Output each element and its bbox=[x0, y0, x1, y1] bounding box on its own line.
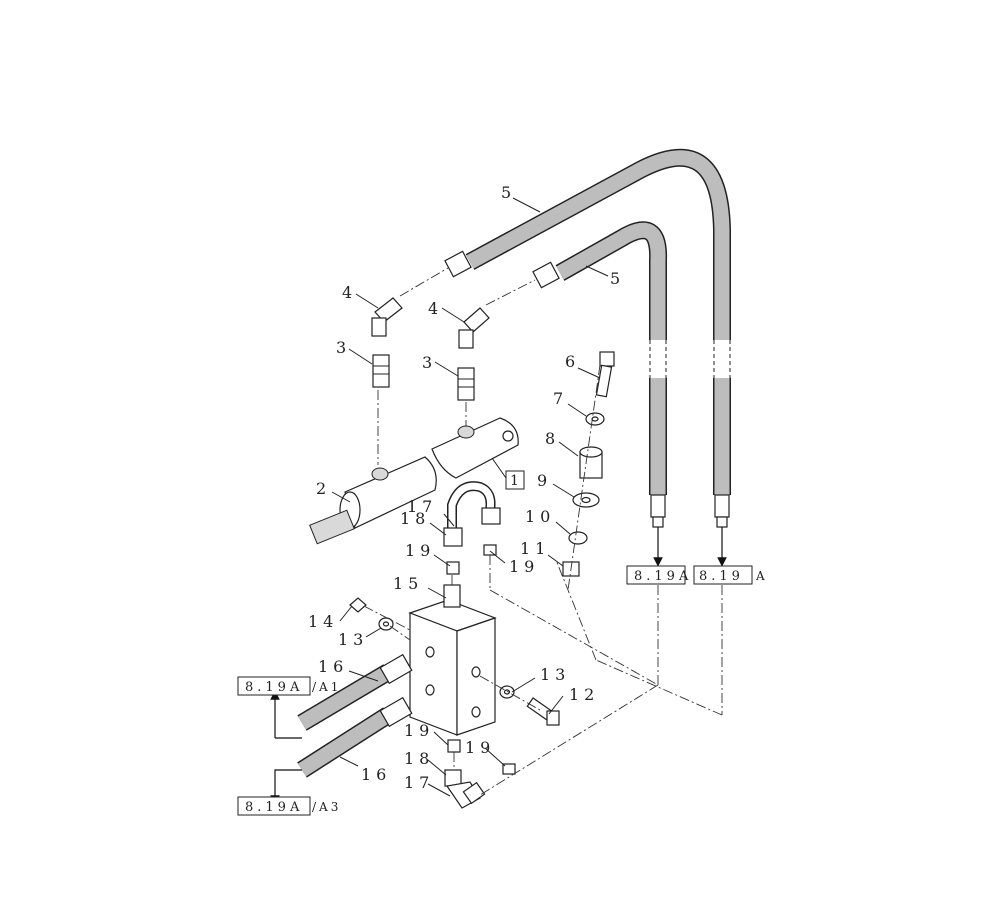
callout-17b: 17 bbox=[404, 773, 434, 792]
ref-box-1-label: 8.19A bbox=[634, 569, 692, 584]
callout-6: 6 bbox=[565, 352, 580, 371]
ref-box-2-label: 8.19 bbox=[699, 569, 744, 584]
callout-16a: 16 bbox=[318, 657, 348, 676]
ref-box-3[interactable]: 8.19A /A1 bbox=[237, 676, 341, 696]
hose-inner bbox=[555, 221, 668, 495]
ref-box-4-label: 8.19A bbox=[245, 800, 303, 815]
callout-17a: 17 bbox=[407, 497, 437, 516]
elbow-left bbox=[371, 297, 403, 337]
cylinder bbox=[309, 417, 519, 545]
leader-lines bbox=[331, 197, 609, 797]
ref-box-4[interactable]: 8.19A /A3 bbox=[237, 796, 341, 816]
ref-box-3-label: 8.19A bbox=[245, 680, 303, 695]
callout-11: 11 bbox=[520, 539, 550, 558]
ref-box-4-suffix: /A3 bbox=[312, 800, 341, 814]
callout-13a: 13 bbox=[338, 630, 368, 649]
callout-4a: 4 bbox=[342, 283, 357, 302]
callout-3b: 3 bbox=[422, 353, 437, 372]
callout-14: 14 bbox=[308, 612, 338, 631]
callout-18a: 18 bbox=[400, 509, 430, 528]
callout-18b: 18 bbox=[404, 749, 434, 768]
adapter-right bbox=[457, 367, 475, 401]
callout-3a: 3 bbox=[336, 338, 351, 357]
hose-16-lower bbox=[297, 696, 413, 778]
ref-box-1[interactable]: 8.19A bbox=[626, 565, 692, 585]
ref-box-3-suffix: /A1 bbox=[312, 680, 341, 694]
hose-16-upper bbox=[297, 653, 413, 731]
callout-19b: 19 bbox=[509, 557, 539, 576]
callout-5b: 5 bbox=[610, 269, 625, 288]
ref-box-2[interactable]: 8.19 A bbox=[693, 565, 768, 585]
callout-8: 8 bbox=[545, 429, 560, 448]
callout-13b: 13 bbox=[540, 665, 570, 684]
callout-16b: 16 bbox=[361, 765, 391, 784]
valve-block bbox=[408, 584, 497, 736]
bolt-stack bbox=[562, 351, 615, 591]
tube-fitting-upper bbox=[443, 481, 501, 575]
elbow-lower bbox=[444, 769, 486, 809]
adapter-left bbox=[372, 354, 390, 388]
callout-9: 9 bbox=[537, 471, 552, 490]
small-parts bbox=[349, 597, 560, 775]
callout-labels: 5 5 4 4 3 3 6 7 8 9 10 11 2 17 18 19 19 … bbox=[308, 183, 625, 792]
hose-end-fittings bbox=[444, 250, 730, 528]
callout-19a: 19 bbox=[405, 541, 435, 560]
callout-5a: 5 bbox=[501, 183, 516, 202]
callout-1: 1 bbox=[510, 473, 519, 489]
callout-10: 10 bbox=[525, 507, 555, 526]
callout-19d: 19 bbox=[465, 738, 495, 757]
callout-15: 15 bbox=[393, 574, 423, 593]
callout-7: 7 bbox=[553, 389, 568, 408]
elbow-right bbox=[458, 307, 490, 349]
callout-2: 2 bbox=[316, 479, 331, 498]
callout-12: 12 bbox=[569, 685, 599, 704]
hose-outer bbox=[465, 148, 732, 495]
ref-box-2-suffix: A bbox=[755, 569, 768, 583]
callout-box-1: 1 bbox=[505, 470, 525, 490]
callout-19c: 19 bbox=[404, 721, 434, 740]
callout-4b: 4 bbox=[428, 299, 443, 318]
